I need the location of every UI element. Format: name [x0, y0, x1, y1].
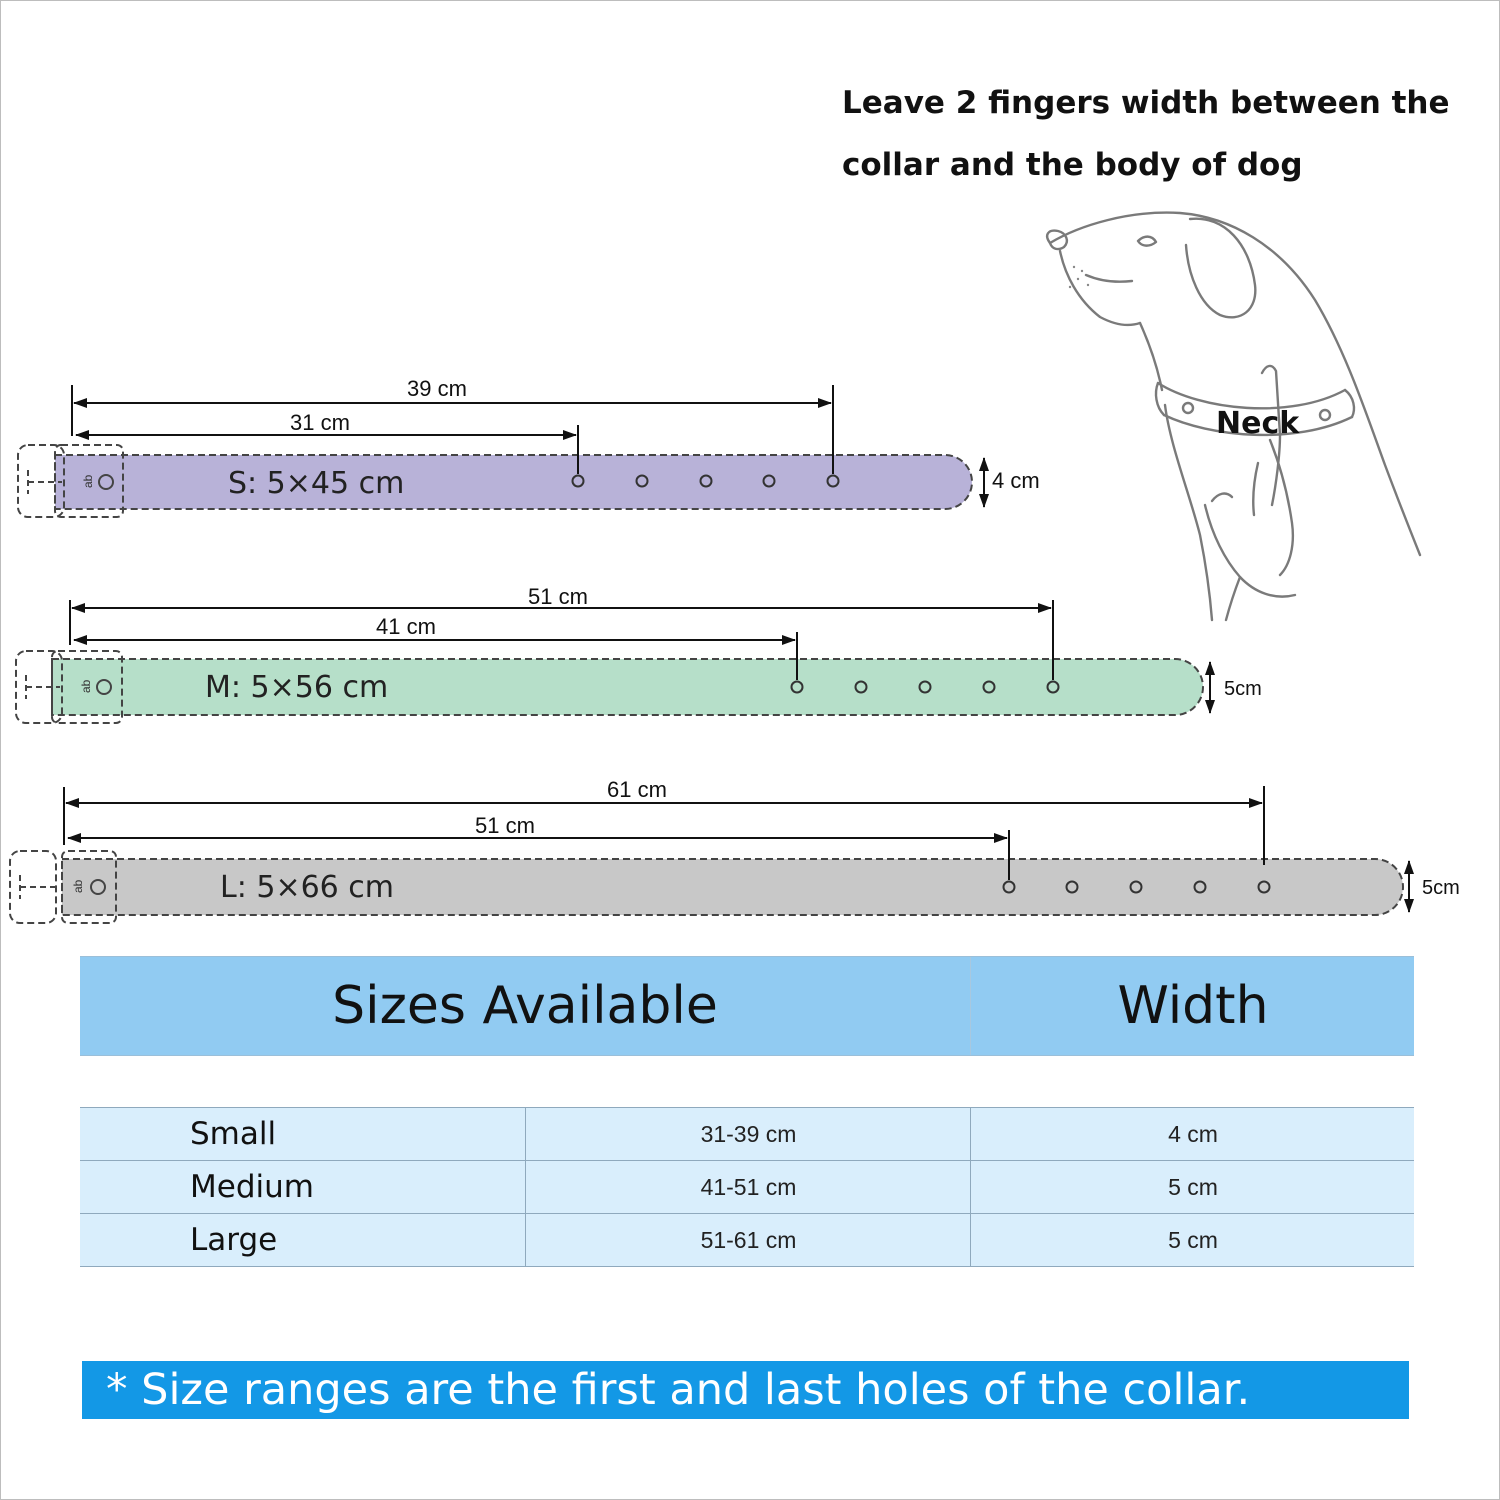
neck-label: Neck [1216, 406, 1300, 441]
row-width: 4 cm [970, 1108, 1415, 1160]
collar-diagrams: ab S: 5×45 cm 39 cm 31 cm 4 cm ab [9, 376, 1460, 924]
fitting-tip: Leave 2 fingers width between the collar… [842, 85, 1450, 183]
row-width: 5 cm [970, 1161, 1415, 1213]
row-size-name: Small [190, 1116, 277, 1152]
table-header: Sizes Available Width [80, 956, 1414, 1056]
table-row: Medium 41-51 cm 5 cm [80, 1161, 1414, 1214]
collar-large-max-length: 61 cm [607, 777, 667, 802]
table-row: Large 51-61 cm 5 cm [80, 1214, 1414, 1267]
size-table: Small 31-39 cm 4 cm Medium 41-51 cm 5 cm… [80, 1107, 1414, 1267]
collar-medium-min-length: 41 cm [376, 614, 436, 639]
row-size-name: Medium [190, 1169, 314, 1205]
row-width: 5 cm [970, 1214, 1415, 1266]
svg-text:ab: ab [79, 679, 93, 693]
dog-illustration [1046, 211, 1422, 622]
collar-large: ab L: 5×66 cm 61 cm 51 cm 5cm [9, 777, 1460, 924]
collar-large-min-length: 51 cm [475, 813, 535, 838]
collar-medium: ab M: 5×56 cm 51 cm 41 cm 5cm [15, 584, 1262, 724]
collar-small: ab S: 5×45 cm 39 cm 31 cm 4 cm [17, 376, 1040, 518]
collar-small-label: S: 5×45 cm [228, 466, 404, 501]
collar-large-label: L: 5×66 cm [220, 870, 394, 905]
table-row: Small 31-39 cm 4 cm [80, 1108, 1414, 1161]
header-sizes-available: Sizes Available [332, 976, 718, 1036]
header-width: Width [970, 957, 1415, 1055]
row-size-range: 41-51 cm [525, 1161, 971, 1213]
svg-text:ab: ab [71, 879, 85, 893]
collar-large-width: 5cm [1422, 877, 1460, 899]
svg-text:ab: ab [81, 474, 95, 488]
collar-small-min-length: 31 cm [290, 410, 350, 435]
row-size-name: Large [190, 1222, 278, 1258]
collar-medium-label: M: 5×56 cm [205, 670, 388, 705]
collar-small-width: 4 cm [992, 468, 1040, 493]
row-size-range: 31-39 cm [525, 1108, 971, 1160]
collar-medium-max-length: 51 cm [528, 584, 588, 609]
collar-medium-width: 5cm [1224, 678, 1262, 700]
collar-small-max-length: 39 cm [407, 376, 467, 401]
row-size-range: 51-61 cm [525, 1214, 971, 1266]
size-range-note: * Size ranges are the first and last hol… [82, 1361, 1409, 1419]
